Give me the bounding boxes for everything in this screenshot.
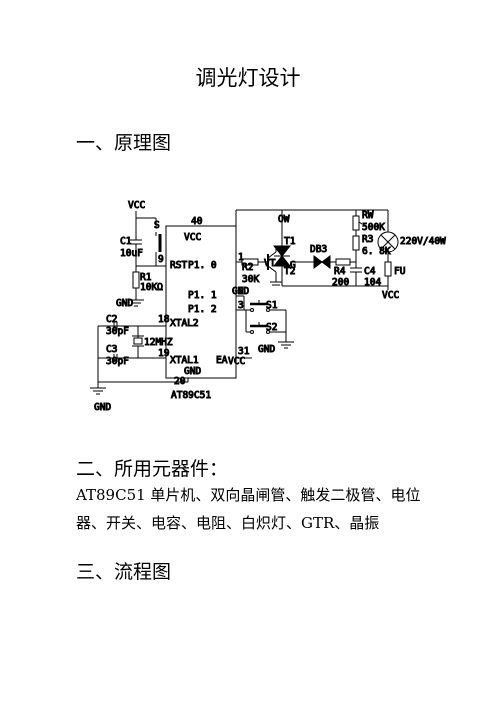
label-c3: C3 [106, 344, 117, 355]
label-rw: RW [362, 210, 374, 221]
label-fu-vcc: VCC [382, 290, 399, 301]
label-pin31: 31 [238, 346, 250, 357]
label-r3-value: 6. 8K [362, 246, 391, 257]
label-gnd-bottom: GND [94, 402, 111, 413]
label-p11: P1. 1 [188, 290, 217, 301]
label-gnd-2: GND [232, 286, 249, 297]
label-switch-s: S [154, 220, 160, 231]
label-r2: R2 [242, 262, 253, 273]
components-list: AT89C51 单片机、双向晶闸管、触发二极管、电位器、开关、电容、电阻、白炽灯… [76, 486, 421, 532]
section-heading-schematic: 一、原理图 [76, 132, 172, 154]
label-pin9: 9 [158, 254, 164, 265]
section-heading-components: 二、所用元器件： [76, 458, 229, 480]
label-pin2: 2 [238, 286, 244, 297]
label-vt: VT [264, 258, 276, 269]
label-ea: EA [216, 355, 228, 366]
label-pin19: 19 [158, 348, 170, 359]
label-rw-value: 500K [362, 222, 385, 233]
label-xtal2: XTAL2 [170, 318, 199, 329]
label-c4: C4 [364, 266, 376, 277]
label-s1: S1 [266, 300, 278, 311]
label-r1-value: 10KΩ [140, 282, 163, 293]
label-p10: P1. 0 [188, 260, 217, 271]
section-heading-flowchart: 三、流程图 [76, 561, 172, 583]
label-lamp: 220V/40W [400, 236, 446, 247]
label-pin1: 1 [238, 252, 244, 263]
label-r1: R1 [140, 272, 152, 283]
label-g: G [290, 260, 296, 271]
label-xtal1: XTAL1 [170, 355, 199, 366]
label-c2-value: 30pF [106, 326, 129, 337]
label-s2: S2 [266, 322, 277, 333]
label-c1-value: 10uF [120, 248, 143, 259]
label-t1: T1 [284, 236, 296, 247]
label-c1: C1 [120, 236, 132, 247]
label-ow: OW [278, 214, 290, 225]
label-pin3: 3 [238, 300, 244, 311]
label-p12: P1. 2 [188, 304, 217, 315]
label-vcc-top: VCC [128, 200, 145, 211]
label-chip-vcc: VCC [184, 232, 201, 243]
label-c2: C2 [106, 314, 117, 325]
label-chip-gnd: GND [184, 366, 201, 377]
label-rst: RST [170, 260, 187, 271]
label-chip-name: AT89C51 [171, 390, 211, 401]
label-r4: R4 [334, 266, 346, 277]
label-db3: DB3 [310, 244, 327, 255]
label-ea-vcc: VCC [228, 356, 245, 367]
label-pin18: 18 [158, 314, 170, 325]
circuit-schematic: VCC S C1 10uF RST 9 R1 10KΩ GND 40 VCC X… [90, 200, 447, 414]
label-r2-value: 30K [242, 274, 259, 285]
label-pin40: 40 [191, 216, 203, 227]
label-t2: T2 [284, 266, 295, 277]
label-crystal: 12MHZ [144, 337, 173, 348]
label-fu: FU [394, 266, 406, 277]
label-gnd-3: GND [258, 344, 275, 355]
document-title: 调光灯设计 [195, 66, 301, 90]
label-r3: R3 [362, 234, 373, 245]
